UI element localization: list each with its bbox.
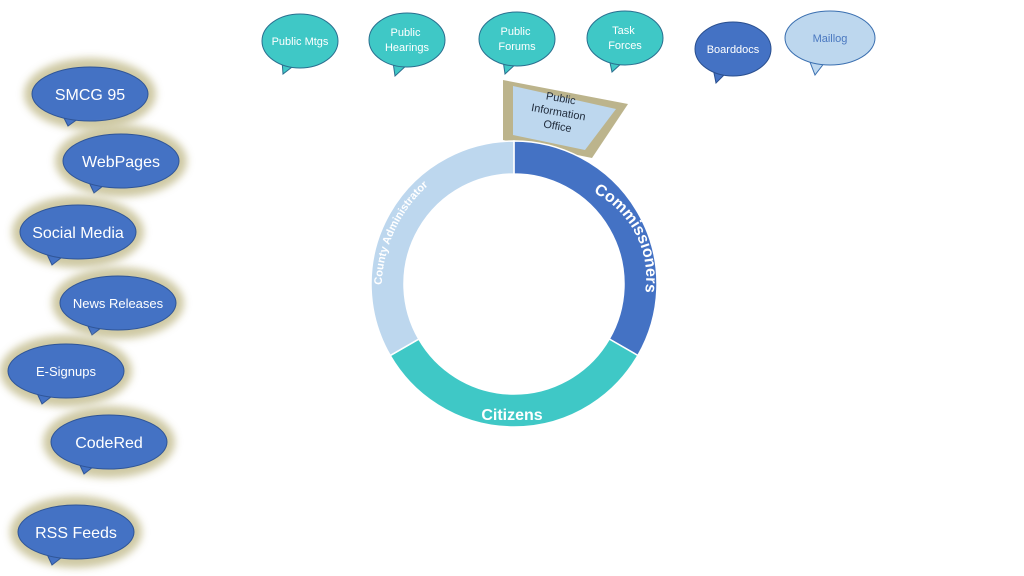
left-bubble-codered: CodeRed xyxy=(43,406,175,478)
top-bubble-text: Public Mtgs xyxy=(272,36,329,48)
top-bubble-task-forces: Task Forces xyxy=(586,10,664,73)
left-bubble-news-releases: News Releases xyxy=(52,267,184,339)
top-bubble-text: Public Forums xyxy=(498,26,536,53)
left-bubble-text: E-Signups xyxy=(36,364,96,379)
top-bubble-maillog: Maillog xyxy=(784,10,876,77)
left-bubble-text: SMCG 95 xyxy=(55,87,125,104)
left-bubble-webpages: WebPages xyxy=(55,125,187,197)
top-bubble-boarddocs: Boarddocs xyxy=(694,21,772,85)
ring-label-citizens: Citizens xyxy=(481,407,542,424)
left-bubble-text: Social Media xyxy=(32,225,124,242)
top-bubble-text: Boarddocs xyxy=(707,44,760,56)
top-bubble-text: Public Hearings xyxy=(385,27,430,54)
public-information-office-box: Public Information Office xyxy=(503,80,628,158)
ring-segment-county-administrator xyxy=(370,140,515,357)
top-bubble-text: Maillog xyxy=(813,33,848,45)
top-bubble-public-forums: Public Forums xyxy=(478,11,556,76)
left-bubble-social-media: Social Media xyxy=(12,196,144,268)
left-bubble-text: RSS Feeds xyxy=(35,525,117,542)
left-bubble-e-signups: E-Signups xyxy=(0,335,132,407)
top-bubble-public-mtgs: Public Mtgs xyxy=(261,13,339,75)
ring-chart xyxy=(370,140,658,428)
top-bubble-text: Task Forces xyxy=(608,25,642,52)
left-bubble-text: CodeRed xyxy=(75,435,143,452)
top-bubble-public-hearings: Public Hearings xyxy=(368,12,446,78)
left-bubble-rss-feeds: RSS Feeds xyxy=(10,496,142,568)
left-bubble-text: News Releases xyxy=(73,296,164,311)
left-bubble-smcg-95: SMCG 95 xyxy=(24,58,156,130)
ring-segment-commissioners xyxy=(513,140,658,357)
left-bubble-text: WebPages xyxy=(82,154,160,171)
